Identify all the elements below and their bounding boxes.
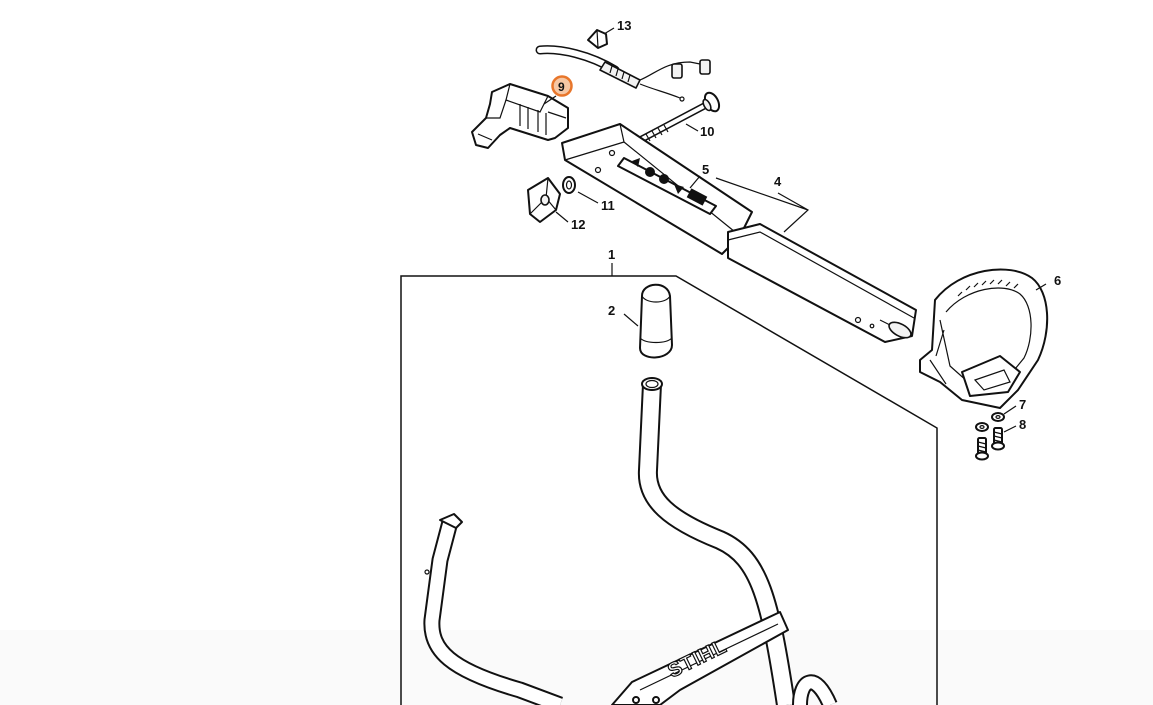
part-7-washers[interactable] — [975, 412, 1005, 432]
callout-10[interactable]: 10 — [700, 124, 714, 139]
callout-8[interactable]: 8 — [1019, 417, 1026, 432]
callout-1[interactable]: 1 — [608, 247, 615, 262]
handlebar-group-frame — [400, 275, 938, 705]
callout-9[interactable]: 9 — [558, 80, 565, 94]
callout-9-ring — [551, 75, 573, 97]
part-2-grip[interactable] — [639, 283, 673, 359]
callout-4[interactable]: 4 — [774, 174, 782, 189]
callout-9-highlight[interactable]: 9 — [551, 75, 573, 97]
leader-lines — [543, 27, 1047, 433]
callout-11[interactable]: 11 — [601, 198, 615, 213]
part-9-holder[interactable] — [471, 83, 569, 149]
part-12-clamp-knob[interactable] — [527, 177, 561, 223]
part-10-bolt[interactable] — [636, 90, 722, 144]
callout-7[interactable]: 7 — [1019, 397, 1026, 412]
callout-5[interactable]: 5 — [702, 162, 709, 177]
callout-6[interactable]: 6 — [1054, 273, 1061, 288]
callout-13[interactable]: 13 — [617, 18, 631, 33]
part-6-barrier-bar[interactable] — [919, 268, 1049, 409]
part-8-screws[interactable] — [975, 427, 1005, 461]
callout-2[interactable]: 2 — [608, 303, 615, 318]
part-4-support-bar[interactable] — [561, 123, 917, 343]
callout-12[interactable]: 12 — [571, 217, 585, 232]
part-5-warning-label[interactable] — [617, 157, 717, 215]
part-13-throttle-cable[interactable] — [535, 29, 711, 102]
part-11-washer[interactable] — [562, 176, 576, 194]
background-shadow — [0, 630, 1153, 705]
